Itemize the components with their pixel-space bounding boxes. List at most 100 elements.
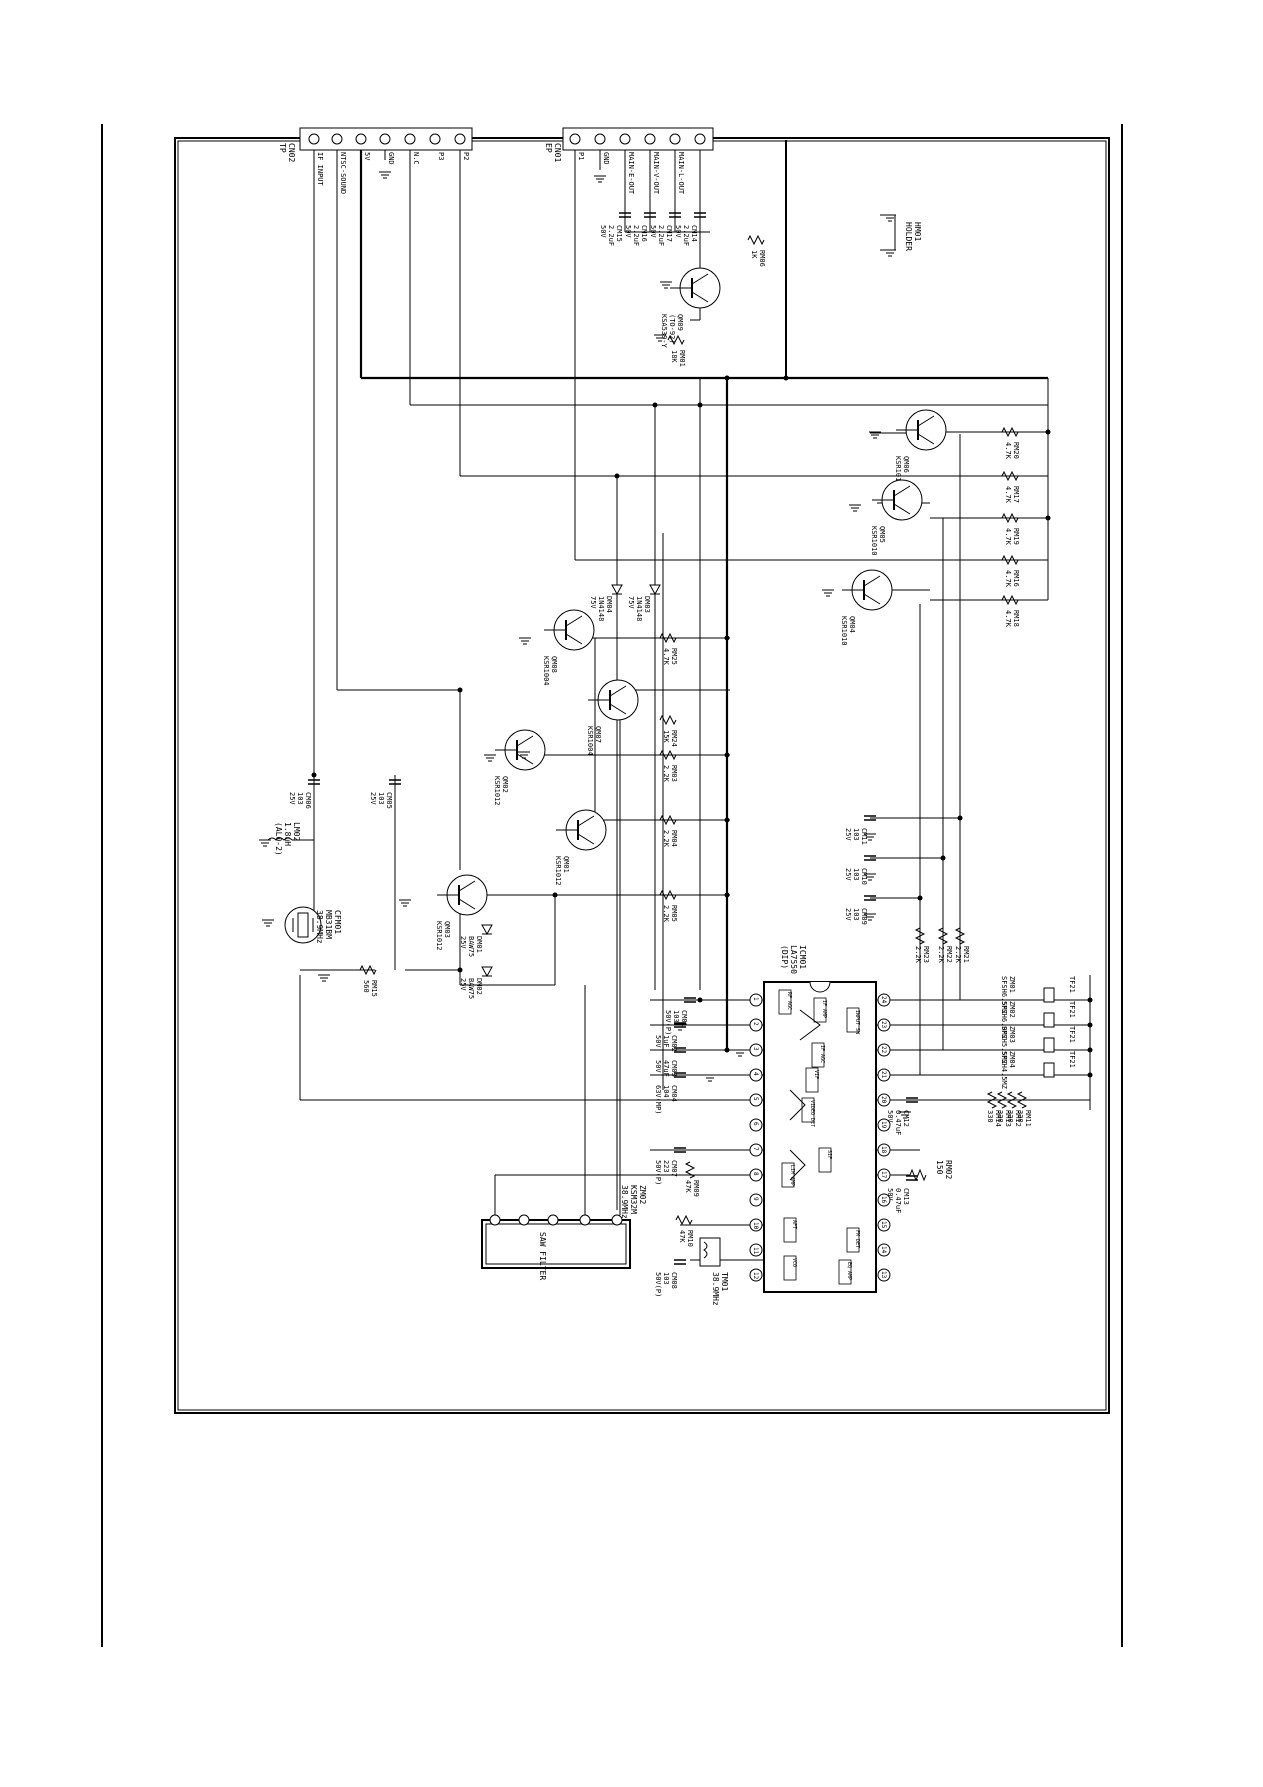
capacitor-rating: 50V bbox=[649, 225, 657, 238]
resistor-ref: RM01 bbox=[678, 350, 686, 367]
ic-pin-number: 8 bbox=[752, 1172, 759, 1176]
cn01-pin: MAIN-V-OUT bbox=[644, 133, 660, 195]
ic-pin-left: 6 bbox=[749, 1118, 763, 1132]
filter-tf: TF21 bbox=[1068, 1026, 1076, 1043]
cn01-pin-label: P1 bbox=[577, 152, 585, 160]
diode-rating: 25V bbox=[459, 936, 467, 949]
capacitor-ref: CM04 bbox=[670, 1085, 678, 1102]
ic-block: SIF bbox=[818, 1147, 832, 1173]
capacitor-rating: 50V(P) bbox=[654, 1160, 662, 1185]
coil-tm01: TM01 38.9MHz bbox=[699, 1237, 729, 1306]
right-margin-rule bbox=[1121, 124, 1123, 1647]
ic-pin-number: 6 bbox=[752, 1122, 759, 1126]
capacitor-value: 2.2uF bbox=[682, 225, 690, 246]
transistor-part: KSR1012 bbox=[554, 856, 562, 886]
resistor-ref: RM23 bbox=[922, 946, 930, 963]
ic-block: VIDEO DET bbox=[801, 1097, 815, 1127]
ic-pin-number: 1 bbox=[752, 997, 759, 1001]
ic-pin-left: 12 bbox=[749, 1268, 763, 1282]
ic-block-label: SIF bbox=[826, 1150, 832, 1159]
holder-hm01: HM01 HOLDER bbox=[880, 214, 922, 251]
ic-pin-left: 5 bbox=[749, 1093, 763, 1107]
resistor-value: 18K bbox=[670, 350, 678, 363]
ic-block-label: IF AGC bbox=[819, 1045, 825, 1063]
transistor-part: KSR1010 bbox=[870, 526, 878, 556]
ground-symbol bbox=[259, 839, 271, 847]
capacitor-rating: 25V bbox=[288, 792, 296, 805]
cn01-pin-label: MAIN-L-OUT bbox=[677, 152, 685, 195]
ic-block-label: RF AGC bbox=[786, 992, 792, 1010]
capacitor-rating: 50V bbox=[886, 1110, 894, 1123]
cn01-pin-label: GND bbox=[602, 152, 610, 165]
resistor-value: 2.2K bbox=[662, 830, 670, 848]
ground-symbol bbox=[318, 974, 330, 982]
capacitor-rating: 25V bbox=[844, 828, 852, 841]
icm01-pkg: (DIP) bbox=[780, 945, 789, 969]
resistor-value: 4.7K bbox=[1004, 570, 1012, 588]
ic-pin-number: 15 bbox=[880, 1221, 887, 1229]
capacitor-ref: CM14 bbox=[690, 225, 698, 242]
transistor-part: KSR1010 bbox=[840, 616, 848, 646]
transistor-ref: QM01 bbox=[562, 856, 570, 873]
icm01-ref: ICM01 bbox=[798, 945, 807, 969]
capacitor-rating: 50V(P) bbox=[664, 1010, 672, 1035]
resistor-ref: RM10 bbox=[686, 1230, 694, 1247]
ground-symbol bbox=[654, 334, 666, 342]
ground-symbol bbox=[734, 1049, 746, 1057]
resistor-value: 560 bbox=[362, 980, 370, 993]
cn02-pin: N.C bbox=[404, 133, 420, 165]
ic-pin-number: 22 bbox=[880, 1046, 887, 1054]
resistor-ref: RM22 bbox=[945, 946, 953, 963]
capacitor-rating: 25V bbox=[844, 908, 852, 921]
ic-pin-number: 17 bbox=[880, 1171, 887, 1179]
ground-symbol bbox=[899, 1111, 911, 1119]
resistor-ref: RM11 bbox=[1024, 1110, 1032, 1127]
capacitor-rating: 50V bbox=[624, 225, 632, 238]
ic-pin-left: 7 bbox=[749, 1143, 763, 1157]
ic-block: IF AGC bbox=[811, 1042, 825, 1068]
ic-pin-left: 1 bbox=[749, 993, 763, 1007]
capacitor-ref: CM07 bbox=[670, 1160, 678, 1177]
ground-symbol bbox=[674, 1023, 686, 1031]
ic-pin-right: 18 bbox=[877, 1143, 891, 1157]
resistor-ref: RM25 bbox=[670, 648, 678, 665]
capacitor-value: 47uF bbox=[662, 1060, 670, 1077]
diode-ref: DM04 bbox=[605, 596, 613, 613]
transistor-part: KSR1004 bbox=[542, 656, 550, 686]
ic-pin-number: 3 bbox=[752, 1047, 759, 1051]
capacitor-ref: CM05 bbox=[385, 792, 393, 809]
diode-rating: 75V bbox=[627, 596, 635, 609]
resistor-value: 330 bbox=[1006, 1110, 1014, 1123]
rm02-value: 150 bbox=[935, 1160, 944, 1175]
capacitor-rating: 50V bbox=[654, 1035, 662, 1048]
resistor-ref: RM05 bbox=[670, 905, 678, 922]
ground-symbols bbox=[259, 171, 911, 1119]
ground-symbol bbox=[379, 171, 391, 179]
transistor-ref: QM07 bbox=[594, 726, 602, 743]
capacitor-value: 103 bbox=[296, 792, 304, 805]
capacitor-ref: CM06 bbox=[304, 792, 312, 809]
cn02-pin: 5V bbox=[355, 133, 371, 161]
ic-block: VCO bbox=[783, 1255, 797, 1281]
cfm01-freq: 38.9MHz bbox=[315, 910, 324, 944]
capacitor-value: 103 bbox=[662, 1272, 670, 1285]
rm02-ref: RM02 bbox=[944, 1160, 953, 1179]
filter-ref: ZM02 bbox=[1008, 1001, 1016, 1018]
transistor-qm09: QM09(TO-92)KSA539-Y bbox=[660, 267, 721, 349]
